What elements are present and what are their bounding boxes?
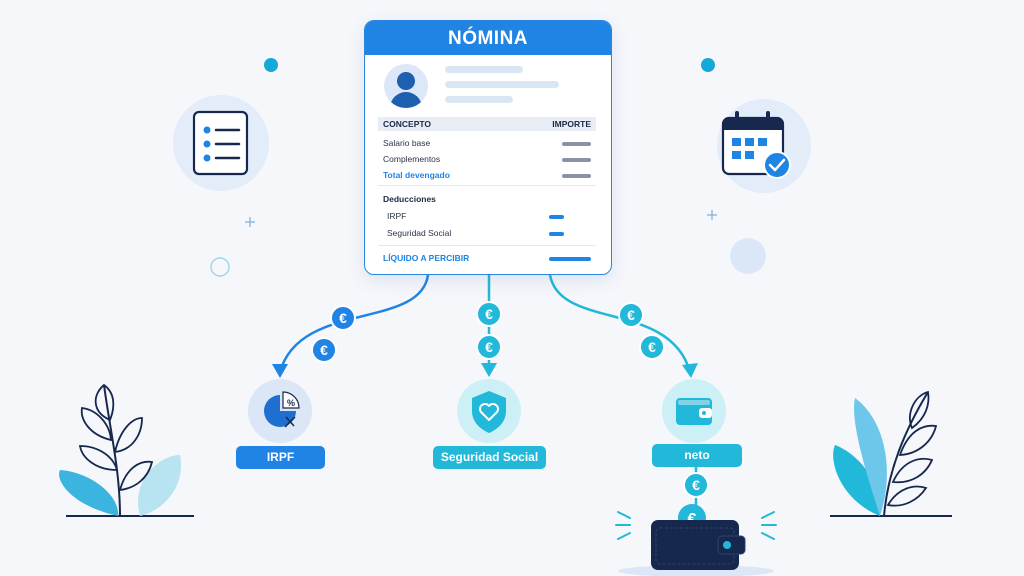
plant-left-icon — [59, 383, 194, 517]
euro-coin: € — [330, 305, 356, 331]
name-placeholder — [445, 66, 523, 73]
euro-symbol: € — [320, 342, 328, 358]
euro-symbol: € — [485, 306, 493, 322]
euro-coin: € — [639, 334, 665, 360]
divider — [378, 185, 596, 186]
divider — [378, 245, 596, 246]
table-header: CONCEPTO IMPORTE — [378, 117, 596, 131]
amount-bar — [562, 174, 591, 178]
amount-bar — [549, 232, 564, 236]
euro-symbol: € — [688, 511, 697, 528]
info-placeholder — [445, 81, 559, 88]
flow-arrow-net — [548, 274, 698, 378]
decor-circle — [730, 238, 766, 274]
euro-symbol: € — [627, 307, 635, 323]
euro-symbol: € — [485, 339, 493, 355]
amount-bar — [562, 142, 591, 146]
euro-symbol: € — [648, 339, 656, 355]
decor-plus — [245, 210, 717, 227]
net-pay-label: LÍQUIDO A PERCIBIR — [383, 253, 470, 263]
euro-symbol: € — [692, 477, 700, 493]
sparkle-lines — [615, 511, 777, 540]
payslip-title: NÓMINA — [365, 21, 611, 55]
amount-bar — [562, 158, 591, 162]
column-concept: CONCEPTO — [383, 119, 432, 129]
euro-coin: € — [311, 337, 337, 363]
tax-chart-icon: % — [248, 379, 312, 443]
row-seguridad-social: Seguridad Social — [387, 228, 452, 238]
net-pay-bar — [549, 257, 591, 261]
euro-coin: € — [683, 472, 709, 498]
row-irpf: IRPF — [387, 211, 407, 221]
euro-coin: € — [476, 301, 502, 327]
info-placeholder — [445, 96, 513, 103]
row-total-devengado: Total devengado — [383, 170, 450, 180]
euro-coin: € — [618, 302, 644, 328]
column-amount: IMPORTE — [552, 119, 591, 129]
decor-dot — [264, 58, 278, 72]
svg-text:%: % — [287, 398, 295, 408]
plant-right-icon — [830, 390, 952, 517]
checklist-icon — [173, 95, 269, 191]
net-label: neto — [652, 444, 742, 467]
social-security-label: Seguridad Social — [433, 446, 546, 469]
row-complementos: Complementos — [383, 154, 441, 164]
wallet-icon — [662, 379, 726, 443]
wallet-bottom-icon: € — [618, 504, 774, 576]
deductions-title: Deducciones — [383, 194, 436, 204]
decor-dot — [701, 58, 715, 72]
euro-coin: € — [476, 334, 502, 360]
avatar — [384, 64, 428, 108]
shield-heart-icon — [457, 379, 521, 443]
row-salario-base: Salario base — [383, 138, 431, 148]
payslip-card: NÓMINA CONCEPTO IMPORTE Salario base Com… — [364, 20, 612, 275]
euro-symbol: € — [339, 310, 347, 326]
irpf-label: IRPF — [236, 446, 325, 469]
calendar-icon — [717, 99, 811, 193]
decor-ring — [210, 257, 230, 277]
amount-bar — [549, 215, 564, 219]
flow-arrow-irpf — [272, 274, 430, 378]
